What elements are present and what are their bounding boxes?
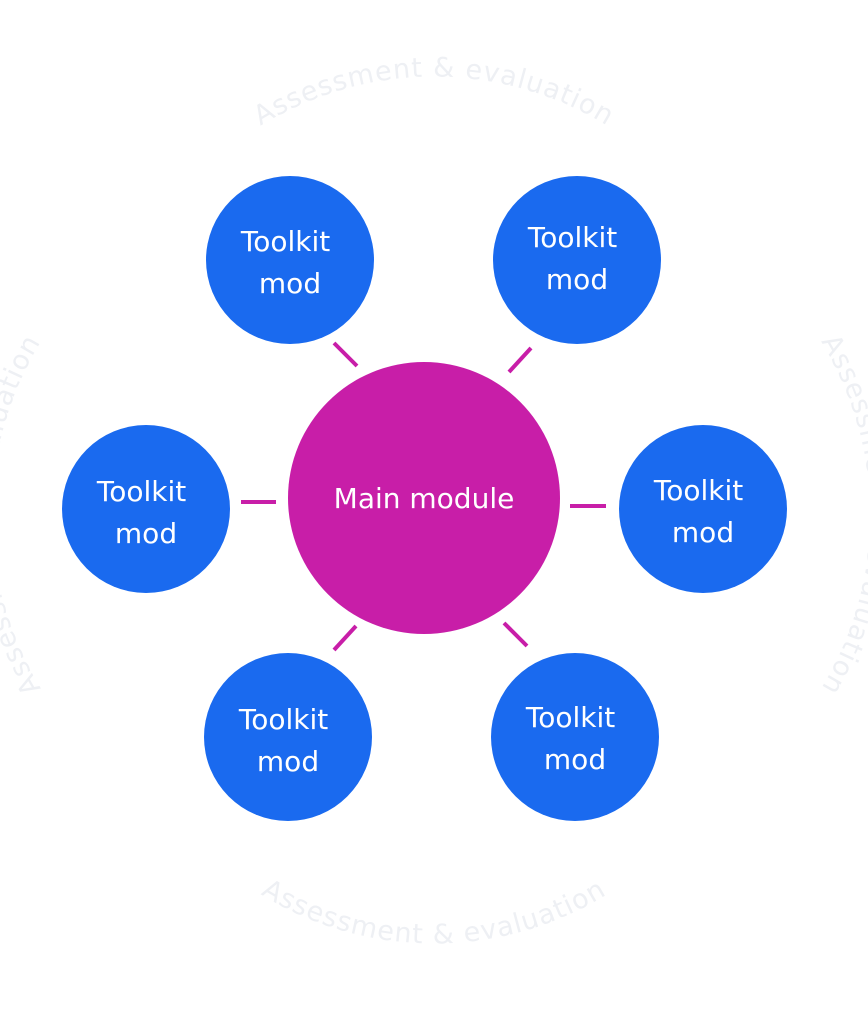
- connector-top-right: [507, 346, 533, 374]
- toolkit-module-label-line1: Toolkit: [96, 475, 186, 508]
- connector-bottom-left: [332, 624, 358, 652]
- toolkit-module-label-line1: Toolkit: [653, 474, 743, 507]
- svg-text:Toolkit mod: Toolkit mod: [653, 474, 752, 549]
- ring-text-top: Assessment & evaluation: [248, 52, 619, 131]
- toolkit-module-label-line1: Toolkit: [525, 701, 615, 734]
- main-module-circle: [288, 362, 560, 634]
- toolkit-module-left: Toolkit mod: [62, 425, 230, 593]
- svg-text:Toolkit mod: Toolkit mod: [238, 703, 337, 778]
- toolkit-module-bottom-left: Toolkit mod: [204, 653, 372, 821]
- toolkit-module-label-line2: mod: [259, 267, 321, 300]
- toolkit-module-label-line2: mod: [115, 517, 177, 550]
- toolkit-module-circle: [493, 176, 661, 344]
- ring-text-bottom: Assessment & evaluation: [257, 873, 611, 950]
- connector-bottom-right: [502, 621, 529, 648]
- ring-text-right: Assessment & evaluation: [815, 329, 868, 700]
- toolkit-module-top-right: Toolkit mod: [493, 176, 661, 344]
- main-module: Main module: [288, 362, 560, 634]
- toolkit-module-label-line1: Toolkit: [527, 221, 617, 254]
- toolkit-module-circle: [491, 653, 659, 821]
- toolkit-module-circle: [204, 653, 372, 821]
- connector-top-left: [332, 341, 359, 368]
- svg-text:Toolkit mod: Toolkit mod: [240, 225, 339, 300]
- toolkit-module-circle: [62, 425, 230, 593]
- connectors: [241, 341, 606, 652]
- toolkit-module-top-left: Toolkit mod: [206, 176, 374, 344]
- toolkit-module-label-line2: mod: [544, 743, 606, 776]
- toolkit-module-bottom-right: Toolkit mod: [491, 653, 659, 821]
- svg-text:Toolkit mod: Toolkit mod: [96, 475, 195, 550]
- toolkit-module-label-line1: Toolkit: [240, 225, 330, 258]
- toolkit-module-circle: [619, 425, 787, 593]
- toolkit-module-label-line1: Toolkit: [238, 703, 328, 736]
- ring-text-left: Assessment & evaluation: [0, 329, 47, 700]
- toolkit-module-label-line2: mod: [257, 745, 319, 778]
- svg-text:Toolkit mod: Toolkit mod: [525, 701, 624, 776]
- svg-text:Toolkit mod: Toolkit mod: [527, 221, 626, 296]
- toolkit-module-label-line2: mod: [672, 516, 734, 549]
- toolkit-module-circle: [206, 176, 374, 344]
- toolkit-module-right: Toolkit mod: [619, 425, 787, 593]
- toolkit-module-label-line2: mod: [546, 263, 608, 296]
- main-module-label: Main module: [334, 482, 515, 515]
